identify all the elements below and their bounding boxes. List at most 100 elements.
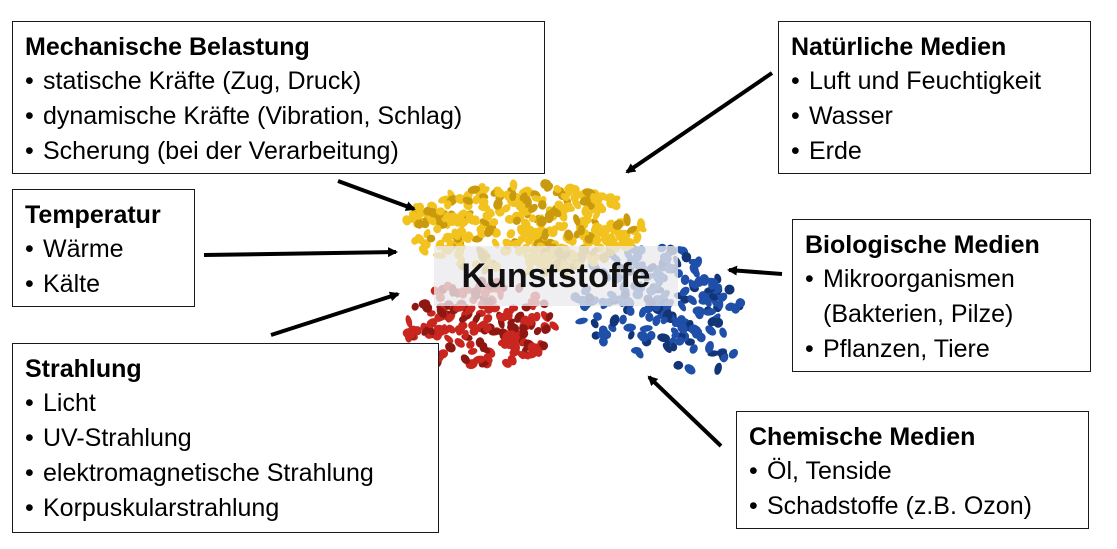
granule: [518, 186, 531, 195]
granule: [509, 348, 520, 357]
granule: [444, 334, 454, 344]
granule: [619, 314, 627, 325]
box-temperature: Temperatur •Wärme •Kälte: [12, 189, 195, 307]
granule: [541, 228, 549, 241]
granule: [705, 340, 714, 354]
granule: [455, 193, 466, 205]
granule: [420, 239, 431, 250]
granule: [426, 318, 438, 329]
granule: [460, 354, 471, 365]
granule: [679, 324, 688, 334]
granule: [411, 236, 419, 245]
granule: [561, 202, 573, 213]
granule: [679, 286, 690, 297]
granule: [608, 233, 616, 243]
granule: [512, 216, 521, 225]
granule: [669, 342, 678, 352]
granule: [479, 186, 490, 196]
arrow-biological: [727, 265, 783, 276]
granule: [408, 211, 419, 219]
bullet: •: [805, 265, 814, 293]
granule: [433, 224, 442, 234]
granule: [478, 197, 489, 207]
granule: [634, 347, 644, 359]
granule: [405, 315, 413, 328]
granule: [444, 200, 452, 210]
center-label: Kunststoffe: [461, 256, 651, 295]
granule: [465, 211, 475, 222]
bullet: •: [791, 67, 800, 95]
granule: [719, 327, 727, 338]
granule: [519, 192, 528, 201]
granule: [564, 229, 574, 241]
list-item: •Schadstoffe (z.B. Ozon): [749, 489, 1078, 524]
list-item: •Pflanzen, Tiere: [805, 332, 1080, 367]
granule: [423, 206, 432, 216]
granule: [537, 200, 547, 210]
granule: [708, 279, 716, 290]
granule: [549, 321, 559, 331]
granule: [606, 198, 616, 209]
list-item: •UV-Strahlung: [25, 421, 428, 456]
granule: [533, 327, 542, 336]
granule: [564, 183, 576, 194]
list-item: •Wärme: [25, 232, 184, 267]
bullet: •: [25, 459, 34, 487]
granule: [509, 179, 518, 191]
granule: [484, 304, 493, 314]
granule: [577, 224, 585, 236]
granule: [404, 332, 416, 339]
granule: [490, 304, 501, 313]
granule: [662, 342, 672, 353]
bullet: •: [25, 389, 34, 417]
list-item: •Scherung (bei der Verarbeitung): [25, 134, 534, 169]
granule: [494, 188, 505, 198]
box-title: Temperatur: [25, 201, 161, 229]
granule: [581, 205, 590, 217]
granule: [601, 224, 612, 234]
list-item: •Wasser: [791, 99, 1080, 134]
granule: [584, 234, 594, 244]
granule: [504, 214, 515, 224]
granule: [467, 185, 481, 194]
box-title: Chemische Medien: [749, 423, 976, 451]
granule: [687, 295, 697, 306]
granule: [698, 291, 709, 301]
granule: [590, 192, 598, 205]
granule: [626, 306, 635, 316]
granule: [468, 321, 478, 330]
list-item: •Licht: [25, 386, 428, 421]
granule: [414, 218, 424, 229]
box-title: Strahlung: [25, 355, 142, 383]
list-item: •Kälte: [25, 267, 184, 302]
list-item-continuation: (Bakterien, Pilze): [823, 300, 1014, 328]
granule: [536, 216, 547, 227]
granule: [638, 306, 647, 318]
granule: [435, 207, 445, 216]
bullet: •: [25, 102, 34, 130]
granule: [623, 323, 636, 332]
granule: [596, 192, 607, 201]
granule: [509, 304, 519, 312]
granule: [540, 179, 550, 189]
granule: [436, 306, 447, 318]
list-item: •Luft und Feuchtigkeit: [791, 64, 1080, 99]
granule: [572, 198, 581, 210]
granule: [541, 324, 551, 334]
granule: [482, 211, 492, 221]
granule: [502, 238, 512, 248]
granule: [612, 219, 624, 230]
granule: [426, 234, 436, 243]
granule: [628, 330, 635, 340]
granule: [554, 200, 564, 211]
granule: [693, 256, 703, 268]
granule: [575, 317, 588, 325]
granule: [689, 280, 699, 289]
bullet: •: [749, 457, 758, 485]
granule: [526, 316, 535, 327]
granule: [626, 225, 638, 234]
granule: [550, 207, 562, 218]
granule: [579, 196, 591, 206]
granule: [694, 307, 704, 320]
